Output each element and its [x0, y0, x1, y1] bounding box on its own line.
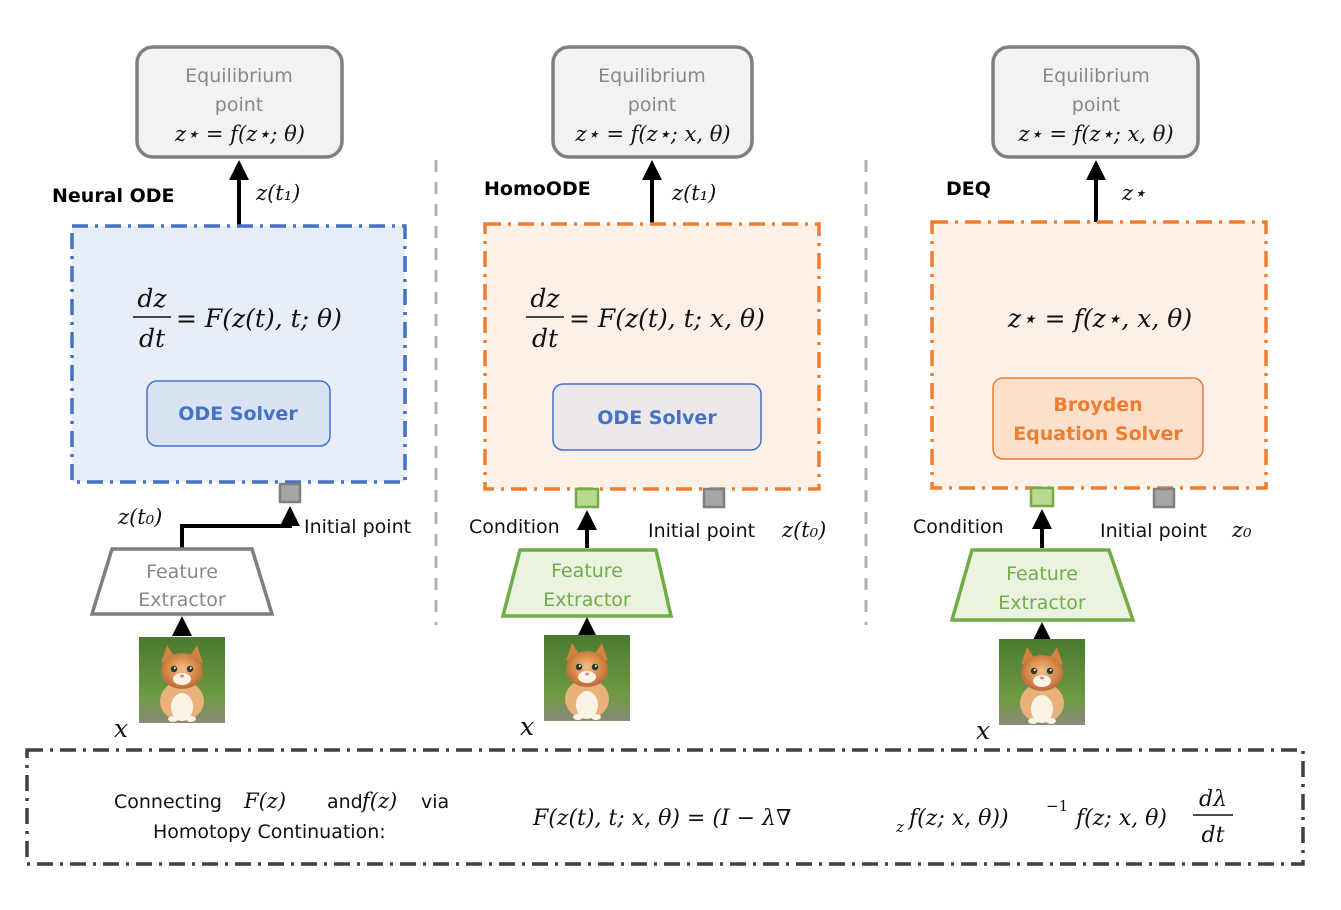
initial-point-arrow [180, 506, 300, 548]
equilibrium-box [991, 45, 1200, 159]
initial-point-label: Initial point [1100, 520, 1207, 542]
panel-homoode: Equilibrium point z⋆ = f(z⋆; x, θ) HomoO… [469, 45, 826, 741]
cat-image [139, 637, 225, 723]
initial-point-math: z₀ [1231, 518, 1252, 542]
output-label: z(t₁) [255, 181, 300, 205]
fixed-point-block [930, 220, 1268, 490]
equilibrium-label: Equilibrium [598, 65, 706, 87]
solver-label-line1: Broyden [1053, 394, 1142, 416]
solver-label: ODE Solver [178, 403, 298, 425]
homotopy-formula-tail: f(z; x, θ) [1074, 806, 1167, 831]
homotopy-formula-rest: f(z; x, θ)) [907, 806, 1009, 831]
condition-port [574, 487, 600, 509]
ode-rhs: = F(z(t), t; x, θ) [569, 304, 765, 333]
condition-label: Condition [469, 516, 560, 538]
feature-label: Feature [146, 561, 218, 583]
initial-point-port [702, 487, 726, 509]
equilibrium-formula: z⋆ = f(z⋆; x, θ) [574, 122, 730, 146]
ode-rhs: = F(z(t), t; θ) [176, 304, 342, 333]
equilibrium-label: Equilibrium [1042, 65, 1150, 87]
cat-image [544, 635, 630, 721]
ode-numerator: dz [137, 284, 167, 313]
homotopy-formula-main: F(z(t), t; x, θ) = (I − λ∇ [532, 806, 791, 831]
feature-extractor [949, 548, 1136, 622]
panel-title: HomoODE [484, 178, 591, 200]
equilibrium-formula: z⋆ = f(z⋆; θ) [174, 122, 305, 146]
equilibrium-box [135, 45, 344, 159]
feature-extractor [500, 548, 674, 618]
homotopy-formula-exponent: −1 [1046, 797, 1068, 815]
output-label: z⋆ [1121, 181, 1146, 205]
panel-neural-ode: Equilibrium point z⋆ = f(z⋆; θ) Neural O… [52, 45, 411, 743]
panel-title: Neural ODE [52, 185, 175, 207]
equilibrium-point-label: point [215, 94, 263, 116]
initial-point-math: z(t₀) [781, 518, 826, 542]
via-label: via [421, 791, 449, 813]
input-label: x [520, 712, 534, 741]
extractor-label: Extractor [543, 589, 631, 611]
solver-label: ODE Solver [597, 407, 717, 429]
ode-denominator: dt [532, 324, 559, 353]
feature-label: Feature [551, 560, 623, 582]
panel-deq: Equilibrium point z⋆ = f(z⋆; x, θ) DEQ z… [913, 45, 1268, 745]
equilibrium-formula: z⋆ = f(z⋆; x, θ) [1017, 122, 1173, 146]
input-label: x [976, 716, 990, 745]
equilibrium-label: Equilibrium [185, 65, 293, 87]
z0-label: z(t₀) [117, 505, 162, 529]
ode-denominator: dt [139, 324, 166, 353]
homotopy-connection-box: Connecting F(z) and f(z) via Homotopy Co… [25, 748, 1305, 866]
input-label: x [114, 714, 128, 743]
panel-title: DEQ [946, 178, 991, 200]
extractor-label: Extractor [998, 592, 1086, 614]
fraction-denominator: dt [1202, 823, 1225, 848]
ode-numerator: dz [530, 284, 560, 313]
connecting-label: Connecting [114, 791, 222, 813]
initial-point-label: Initial point [304, 516, 411, 538]
cat-image [999, 639, 1085, 725]
fraction-numerator: dλ [1199, 787, 1227, 812]
initial-point-port [278, 482, 302, 504]
fixed-point-equation: z⋆ = f(z⋆, x, θ) [1007, 304, 1192, 333]
homotopy-formula-subscript: z [895, 818, 904, 836]
F-of-z: F(z) [243, 789, 286, 813]
solver-box [992, 377, 1204, 460]
condition-label: Condition [913, 516, 1004, 538]
feature-label: Feature [1006, 563, 1078, 585]
solver-label-line2: Equation Solver [1013, 423, 1183, 445]
initial-point-label: Initial point [648, 520, 755, 542]
bottom-frame [25, 748, 1305, 866]
feature-extractor [89, 547, 275, 616]
condition-port [1029, 486, 1055, 508]
homotopy-label: Homotopy Continuation: [153, 821, 386, 843]
solver-box [552, 383, 762, 451]
equilibrium-point-label: point [1072, 94, 1120, 116]
and-label: and [327, 791, 363, 813]
f-of-z: f(z) [360, 789, 397, 813]
initial-point-port [1152, 487, 1176, 509]
output-label: z(t₁) [671, 181, 716, 205]
equilibrium-point-label: point [628, 94, 676, 116]
equilibrium-box [551, 45, 754, 159]
solver-box [146, 380, 331, 447]
extractor-label: Extractor [138, 589, 226, 611]
